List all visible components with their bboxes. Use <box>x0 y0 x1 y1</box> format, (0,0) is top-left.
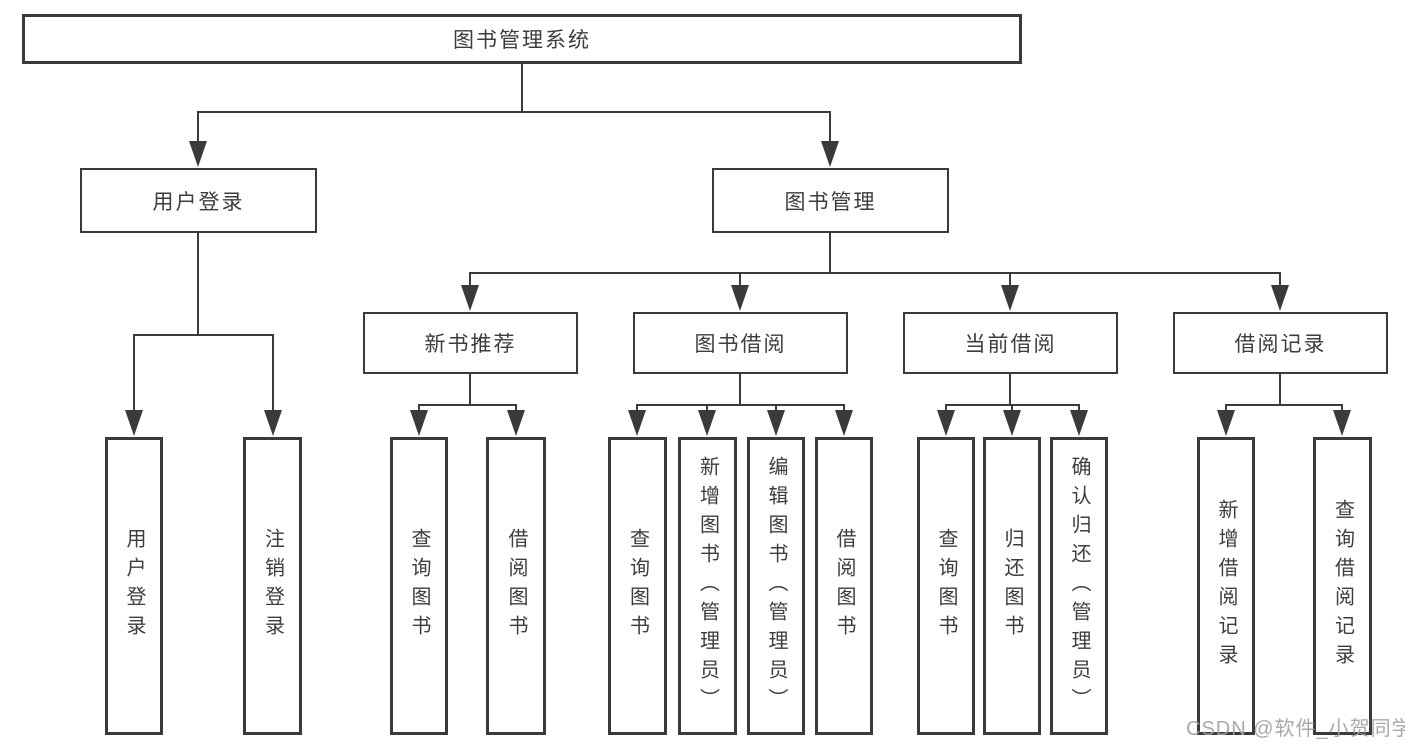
node-book-management: 图书管理 <box>712 168 949 233</box>
leaf-query-books-current: 查询图书 <box>917 437 975 735</box>
leaf-borrow-books: 借阅图书 <box>815 437 873 735</box>
node-library-management-system-label: 图书管理系统 <box>453 29 591 52</box>
node-user-login-label: 用户登录 <box>152 190 245 214</box>
leaf-borrow-books-label: 借阅图书 <box>833 528 855 644</box>
node-user-login: 用户登录 <box>80 168 317 233</box>
csdn-watermark: CSDN @软件_小贺同学 <box>1186 718 1405 740</box>
leaf-logout-login: 注销登录 <box>243 437 302 735</box>
leaf-return-books-label: 归还图书 <box>1001 528 1023 644</box>
leaf-confirm-return-admin: 确认归还（管理员） <box>1050 437 1108 735</box>
node-book-management-label: 图书管理 <box>784 190 877 214</box>
leaf-query-books-borrow-label: 查询图书 <box>626 528 649 644</box>
leaf-logout-login-label: 注销登录 <box>261 528 284 644</box>
leaf-query-borrow-record-label: 查询借阅记录 <box>1331 499 1354 673</box>
leaf-edit-books-admin: 编辑图书（管理员） <box>747 437 805 735</box>
node-new-book-recommend: 新书推荐 <box>363 312 578 374</box>
arrowhead-icons <box>125 141 1351 436</box>
leaf-query-books-current-label: 查询图书 <box>935 528 957 644</box>
leaf-borrow-books-recommend-label: 借阅图书 <box>505 528 527 644</box>
node-current-borrow-label: 当前借阅 <box>964 333 1057 356</box>
leaf-add-borrow-record-label: 新增借阅记录 <box>1215 499 1237 673</box>
leaf-add-borrow-record: 新增借阅记录 <box>1197 437 1255 735</box>
leaf-query-books-recommend: 查询图书 <box>390 437 448 735</box>
node-book-borrow-label: 图书借阅 <box>694 333 787 356</box>
leaf-user-login: 用户登录 <box>105 437 163 735</box>
leaf-query-books-borrow: 查询图书 <box>608 437 667 735</box>
leaf-add-books-admin-label: 新增图书（管理员） <box>696 455 719 717</box>
leaf-edit-books-admin-label: 编辑图书（管理员） <box>765 455 787 717</box>
leaf-query-books-recommend-label: 查询图书 <box>408 528 430 644</box>
leaf-return-books: 归还图书 <box>983 437 1041 735</box>
leaf-query-borrow-record: 查询借阅记录 <box>1313 437 1372 735</box>
leaf-add-books-admin: 新增图书（管理员） <box>678 437 737 735</box>
node-library-management-system: 图书管理系统 <box>22 14 1022 64</box>
node-new-book-recommend-label: 新书推荐 <box>424 333 517 356</box>
leaf-confirm-return-admin-label: 确认归还（管理员） <box>1068 455 1090 717</box>
leaf-user-login-label: 用户登录 <box>123 528 145 644</box>
node-borrow-record-label: 借阅记录 <box>1234 333 1327 356</box>
node-book-borrow: 图书借阅 <box>633 312 848 374</box>
node-borrow-record: 借阅记录 <box>1173 312 1388 374</box>
node-current-borrow: 当前借阅 <box>903 312 1118 374</box>
leaf-borrow-books-recommend: 借阅图书 <box>486 437 546 735</box>
